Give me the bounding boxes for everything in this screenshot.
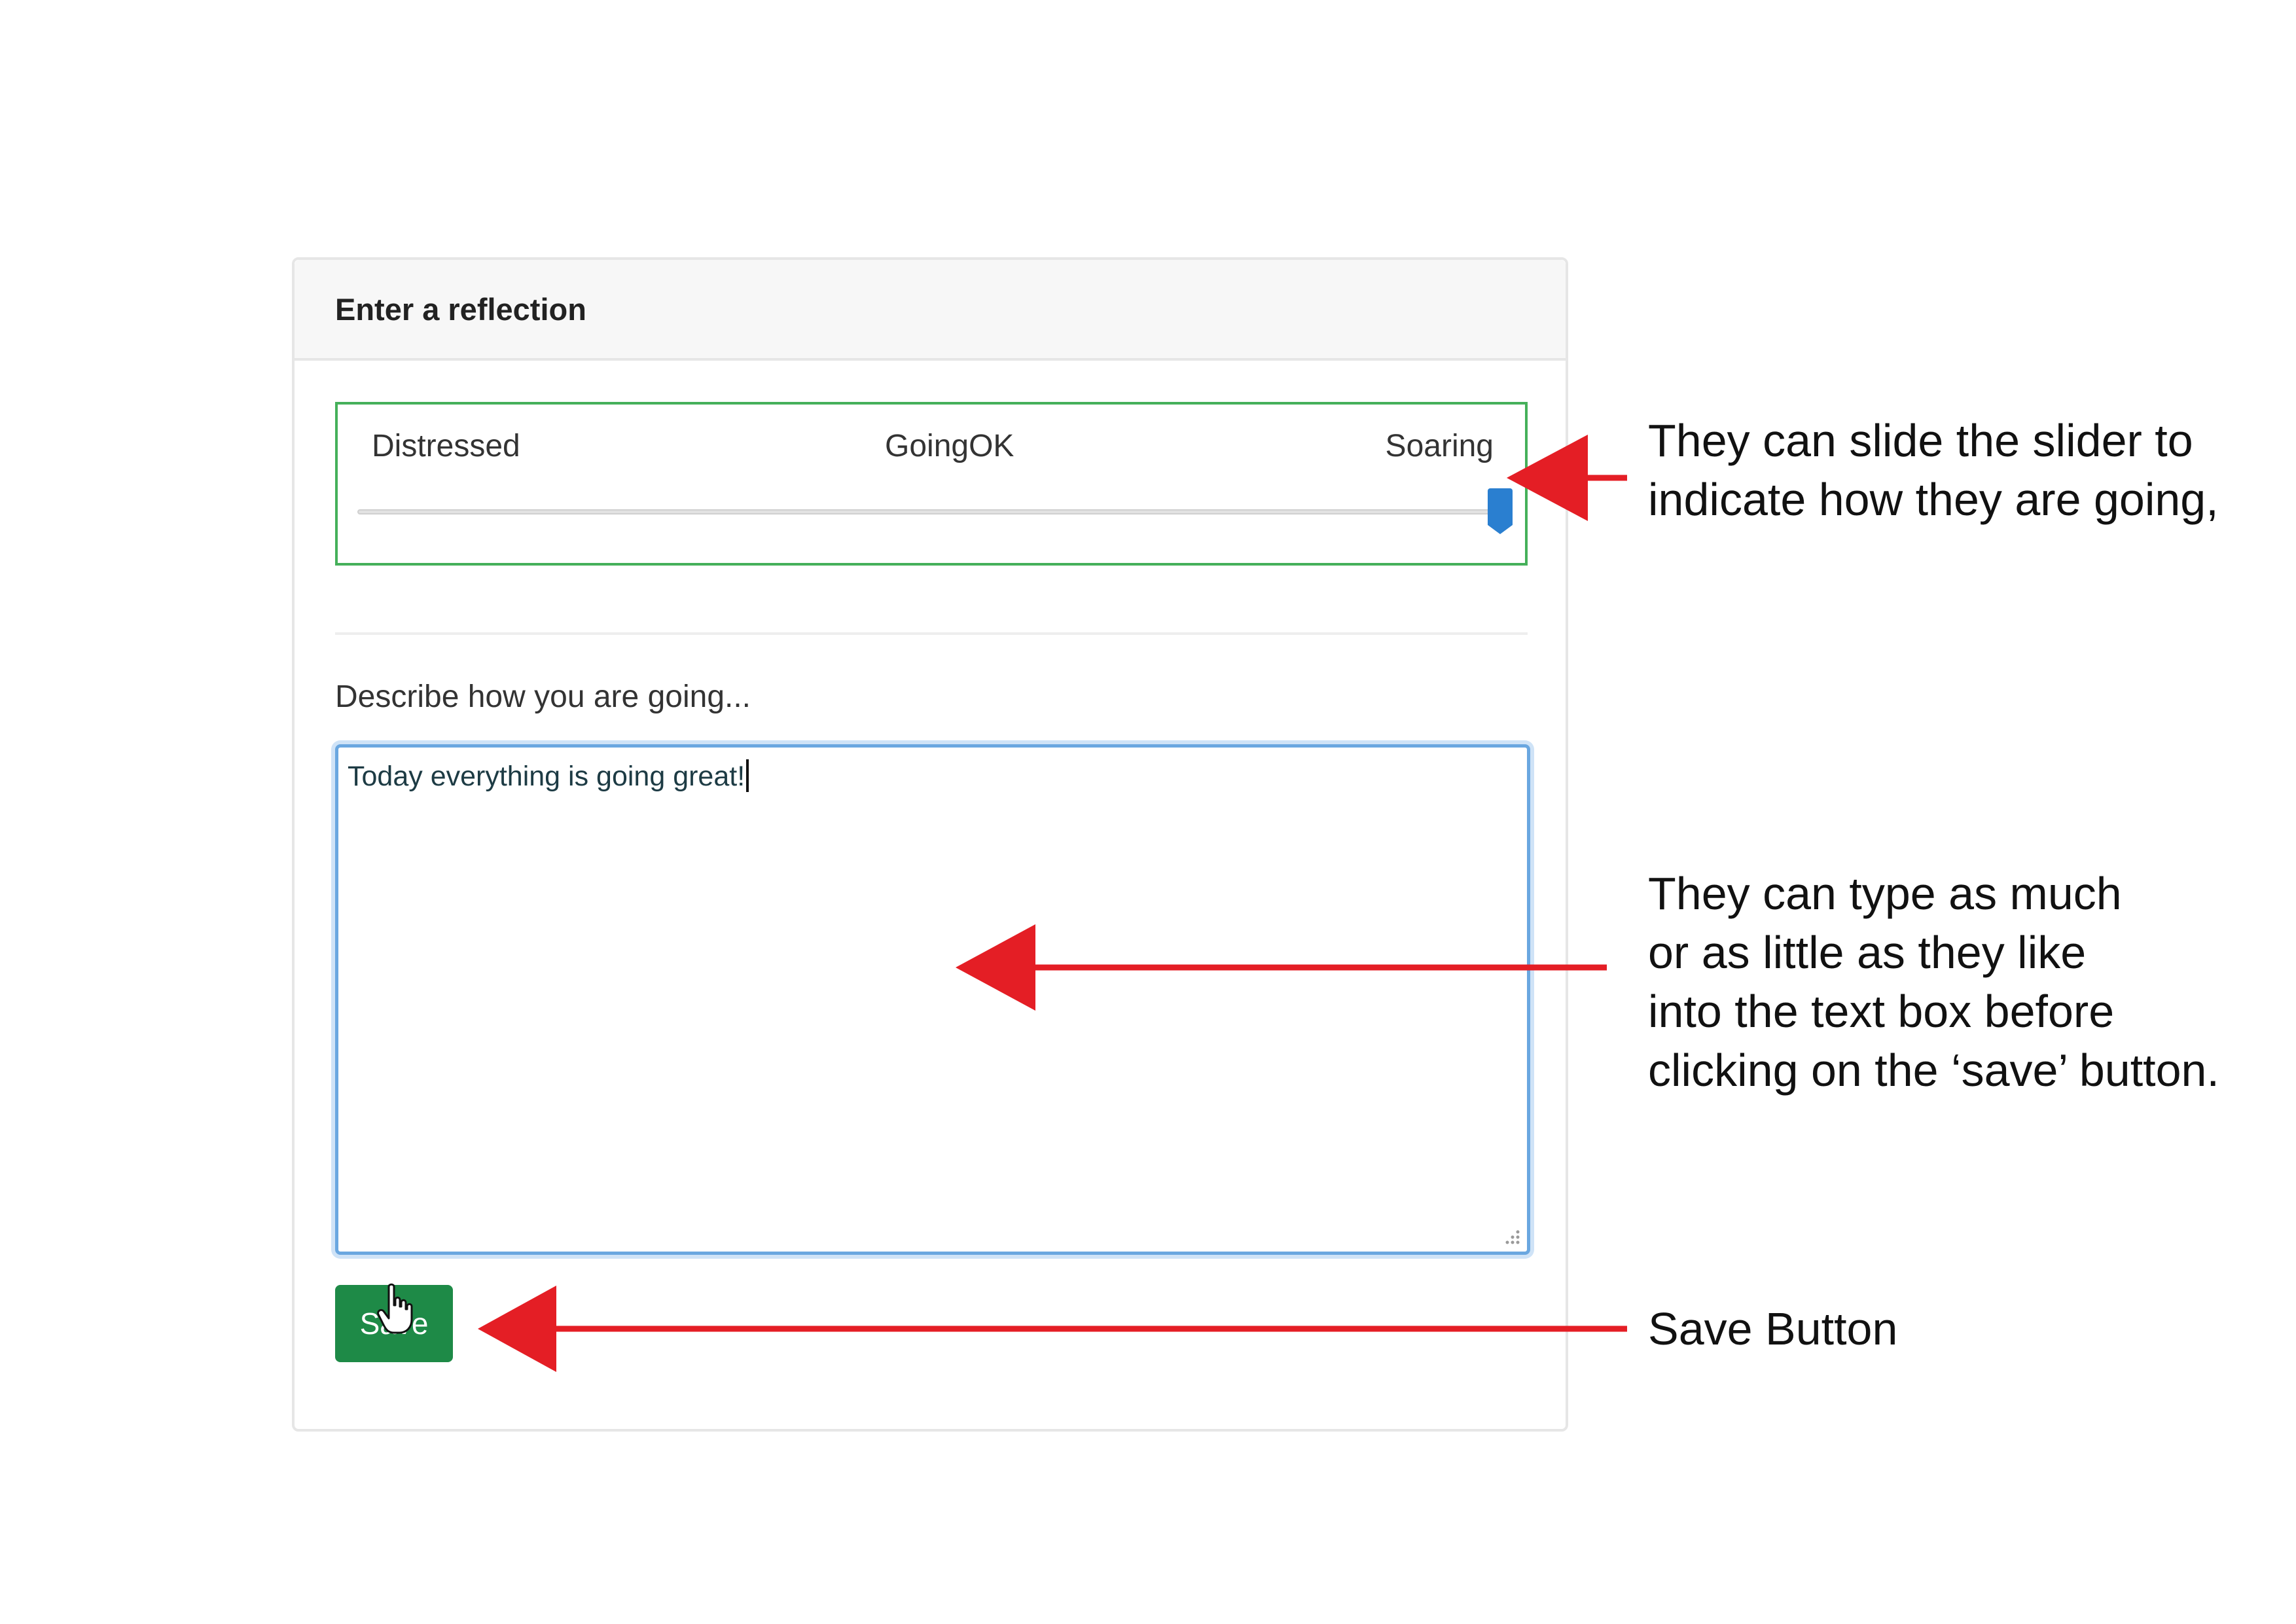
card-title: Enter a reflection bbox=[335, 292, 586, 327]
annotation-textbox: They can type as much or as little as th… bbox=[1648, 864, 2219, 1100]
annotation-save: Save Button bbox=[1648, 1299, 1897, 1358]
reflection-textarea[interactable]: Today everything is going great! bbox=[335, 744, 1530, 1255]
annotation-line: They can type as much bbox=[1648, 868, 2122, 919]
slider-label-soaring: Soaring bbox=[1385, 429, 1494, 463]
arrow-to-save-button bbox=[478, 1286, 1627, 1372]
slider-thumb[interactable] bbox=[1488, 488, 1513, 534]
arrow-to-slider bbox=[1507, 435, 1627, 521]
card-header: Enter a reflection bbox=[295, 260, 1566, 361]
annotation-slider: They can slide the slider to indicate ho… bbox=[1648, 411, 2219, 529]
description-prompt: Describe how you are going... bbox=[335, 679, 751, 714]
annotation-line: indicate how they are going, bbox=[1648, 474, 2219, 525]
annotation-line: They can slide the slider to bbox=[1648, 415, 2193, 466]
reflection-card: Enter a reflection Distressed GoingOK So… bbox=[292, 257, 1568, 1432]
annotation-line: or as little as they like bbox=[1648, 927, 2087, 978]
slider-label-goingok: GoingOK bbox=[885, 429, 1014, 463]
annotation-line: Save Button bbox=[1648, 1303, 1898, 1354]
annotation-line: into the text box before bbox=[1648, 986, 2115, 1037]
annotation-line: clicking on the ‘save’ button. bbox=[1648, 1045, 2219, 1096]
slider-label-distressed: Distressed bbox=[372, 429, 520, 463]
textarea-value: Today everything is going great! bbox=[348, 759, 749, 793]
divider bbox=[335, 632, 1528, 635]
hand-pointer-icon bbox=[377, 1283, 413, 1334]
resize-grip-icon[interactable] bbox=[1503, 1228, 1520, 1245]
text-caret bbox=[746, 759, 749, 792]
textarea-text: Today everything is going great! bbox=[348, 761, 745, 792]
arrow-to-textbox bbox=[956, 924, 1607, 1011]
